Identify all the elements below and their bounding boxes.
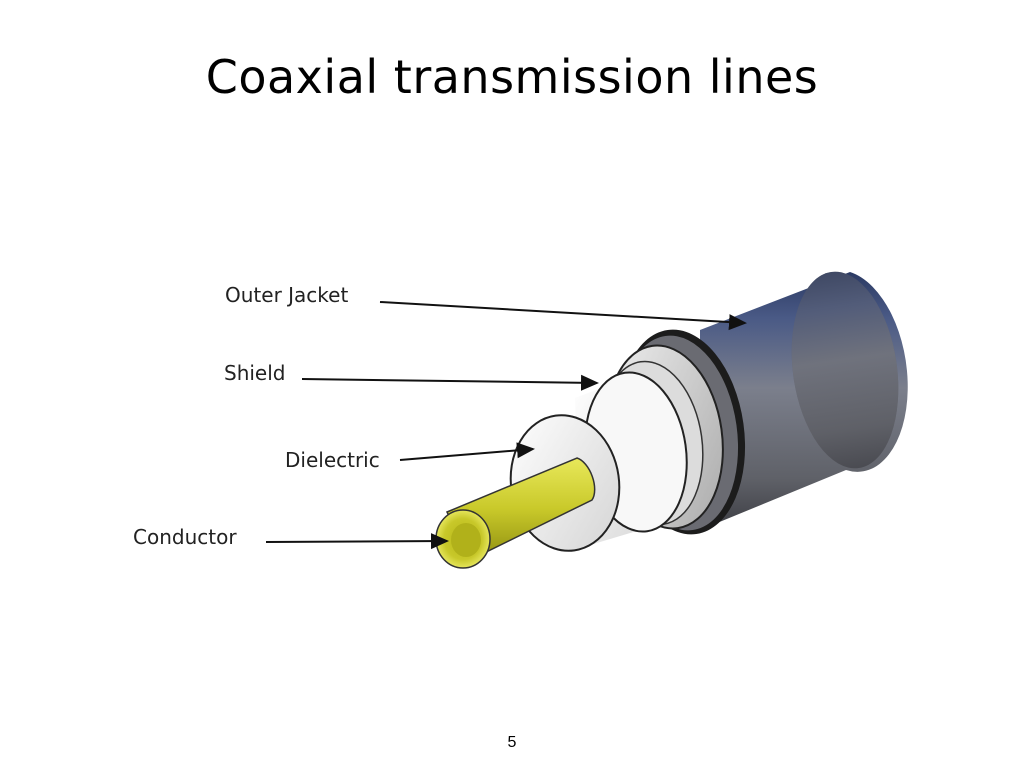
- dielectric-leader: [399, 442, 535, 461]
- dielectric-label: Dielectric: [285, 448, 380, 472]
- outer-jacket-leader: [379, 301, 747, 331]
- conductor-leader: [265, 533, 449, 550]
- page-number: 5: [507, 734, 517, 751]
- shield-leader: [301, 374, 599, 391]
- slide-title: Coaxial transmission lines: [205, 50, 819, 104]
- shield-label: Shield: [224, 361, 285, 385]
- conductor-label: Conductor: [133, 525, 237, 549]
- outer-jacket-label: Outer Jacket: [225, 283, 348, 307]
- conductor: [435, 457, 596, 569]
- leader-lines: [265, 301, 747, 550]
